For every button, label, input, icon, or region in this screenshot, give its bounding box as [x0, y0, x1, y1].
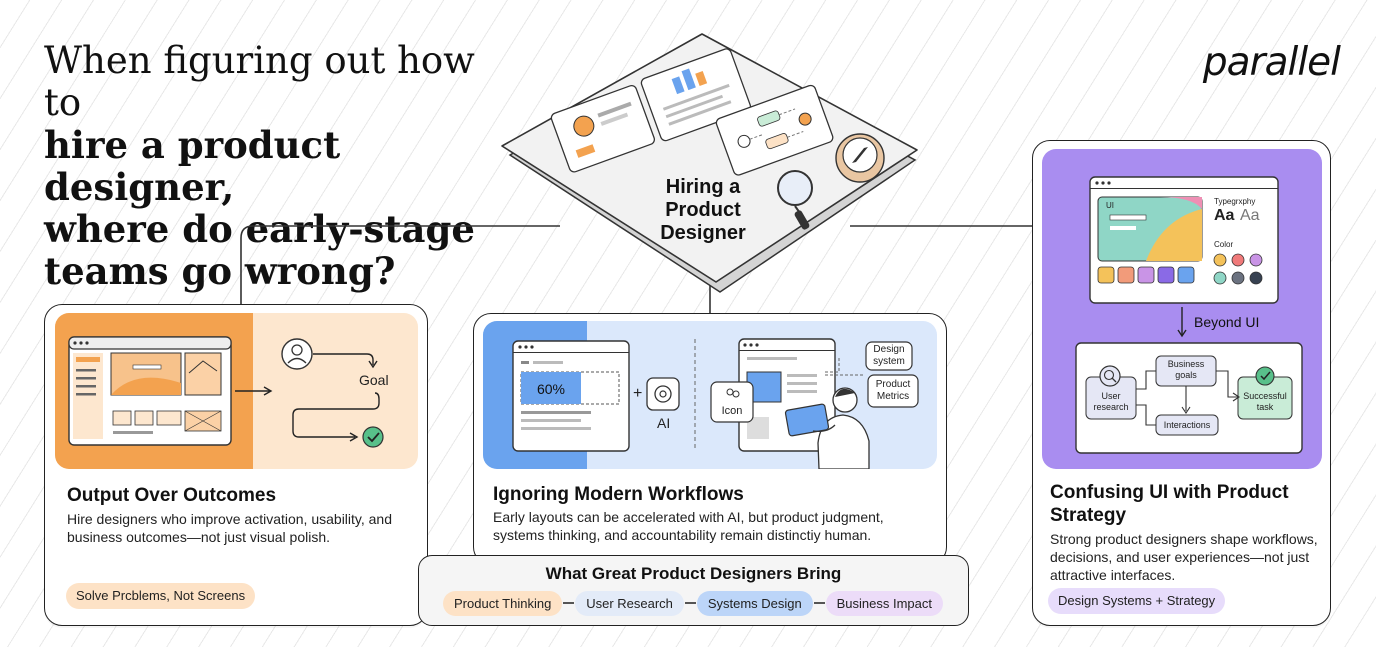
card3-illustration: UI Typegrxphy Aa Aa Color Beyond UI User… — [1042, 149, 1322, 469]
qualities-chips: Product Thinking User Research Systems D… — [443, 590, 943, 616]
type-sample-bold: Aa — [1214, 207, 1235, 224]
successful-task-label: Successful task — [1243, 391, 1287, 412]
card2-description: Early layouts can be accelerated with AI… — [493, 509, 884, 543]
hub-label-line-3: Designer — [660, 222, 746, 244]
card1-pill: Solve Prcblems, Not Screens — [66, 583, 256, 609]
card1-heading: Output Over Outcomes — [67, 485, 277, 506]
style-guide-window-icon — [1089, 176, 1279, 304]
brand-logo: parallel — [1202, 40, 1341, 85]
typography-label: Typegrxphy — [1214, 197, 1256, 206]
card2-workflow-diagram — [512, 338, 919, 469]
chip-product-thinking: Product Thinking — [443, 590, 563, 616]
card2-heading: Ignoring Modern Workflows — [493, 484, 744, 505]
checkmark-icon — [362, 426, 384, 448]
chip-connector — [813, 602, 825, 604]
title-line-4: teams go wrong? — [44, 249, 396, 293]
magnifier-icon — [777, 170, 813, 230]
business-goals-label: Business goals — [1167, 359, 1205, 380]
layout-window-icon — [512, 340, 630, 452]
color-label: Color — [1214, 240, 1234, 249]
hub-label-line-2: Product — [665, 199, 741, 221]
hub-label-line-1: Hiring a — [665, 176, 741, 198]
icon-label: Icon — [721, 405, 743, 417]
chip-connector — [684, 602, 696, 604]
product-metrics-box — [867, 374, 919, 408]
plus-icon: + — [633, 385, 643, 402]
designer-person-icon — [784, 387, 870, 469]
title-line-1: When figuring out how to — [44, 39, 475, 124]
card1-flow-diagram — [68, 336, 384, 448]
card3-pill: Design Systems + Strategy — [1048, 588, 1226, 614]
card3-heading: Confusing UI with Product Strategy — [1050, 482, 1289, 526]
ui-label: UI — [1106, 201, 1114, 210]
strategy-flow-window — [1075, 342, 1303, 454]
design-system-box — [865, 341, 913, 371]
ai-gear-icon — [646, 377, 680, 411]
product-metrics-label: Product Metrics — [875, 379, 911, 402]
hub-label: Hiring a Product Designer — [618, 176, 788, 245]
hub-flowmap-icon — [715, 84, 834, 176]
ai-label: AI — [657, 415, 671, 431]
chip-systems-design: Systems Design — [696, 590, 813, 616]
card3-diagram — [1075, 176, 1303, 454]
title-line-3: where do early-stage — [44, 207, 475, 251]
compass-icon — [835, 133, 885, 183]
goal-label: Goal — [359, 372, 389, 388]
wireframe-window-icon — [68, 336, 232, 446]
title-line-2: hire a product designer, — [44, 123, 341, 209]
design-system-label: Design system — [873, 344, 905, 367]
hub-document-icon — [550, 84, 656, 173]
beyond-ui-label: Beyond UI — [1194, 314, 1260, 330]
chip-business-impact: Business Impact — [825, 590, 943, 616]
user-research-label: User research — [1093, 391, 1129, 412]
user-icon — [281, 338, 313, 370]
chip-connector — [563, 602, 575, 604]
interactions-label: Interactions — [1163, 420, 1211, 430]
chip-user-research: User Research — [575, 590, 684, 616]
hub-platform — [501, 33, 918, 293]
icon-card — [710, 381, 754, 423]
page-title: When figuring out how to hire a product … — [44, 39, 514, 293]
card1-illustration: Goal — [55, 313, 418, 469]
card1-description: Hire designers who improve activation, u… — [67, 511, 393, 545]
qualities-title: What Great Product Designers Bring — [545, 564, 842, 583]
percent-label: 60% — [536, 381, 566, 397]
type-sample-regular: Aa — [1240, 207, 1260, 224]
card2-illustration: 60% + AI Icon Design system Product Metr… — [483, 321, 937, 469]
card3-description: Strong product designers shape workflows… — [1050, 531, 1318, 583]
